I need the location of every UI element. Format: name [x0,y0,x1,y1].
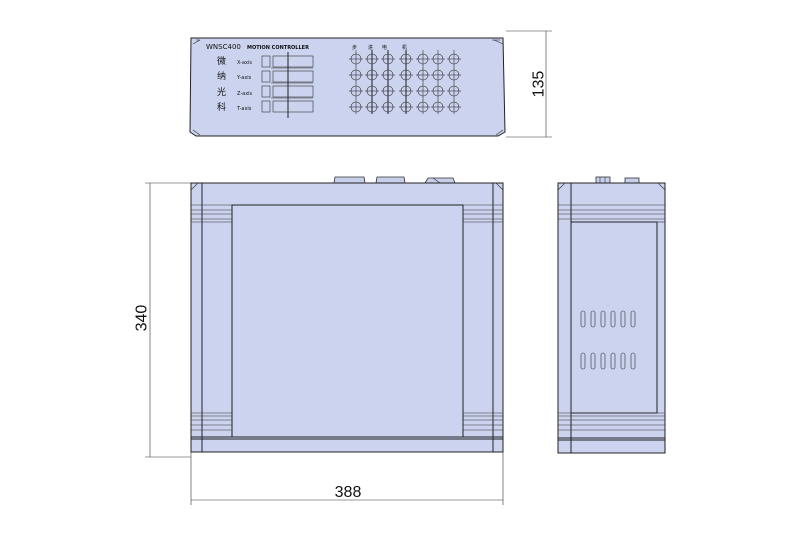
side-view [557,176,666,454]
vent-slot [610,310,616,328]
top-char-1: 步 [352,45,357,51]
vent-slot [620,352,626,370]
vent-slot [590,310,596,328]
side-panel [570,221,658,414]
vent-slot [630,310,636,328]
subtitle-label: MOTION CONTROLLER [247,45,309,51]
connector-2 [375,176,406,184]
side-char-2: 纳 [217,70,226,82]
dimension-340-label: 340 [134,305,151,332]
axis-label-2: Y-axis [236,75,252,81]
dimension-135-label: 135 [531,71,548,98]
side-connector-2 [624,177,640,184]
model-label: WNSC400 [206,43,241,51]
side-connector-1 [595,176,611,184]
side-char-3: 光 [217,86,226,98]
vent-slot [600,310,606,328]
power-switch [424,177,456,184]
top-char-4: 机 [402,44,407,51]
side-char-4: 科 [217,101,226,113]
vent-slot [590,352,596,370]
front-panel-body [189,37,506,137]
vent-slot [630,352,636,370]
front-view: WNSC400 MOTION CONTROLLER 微 纳 光 科 X-axis… [189,37,506,137]
panel-corner-tl [192,39,201,45]
top-char-2: 进 [368,44,373,51]
dimension-388: 388 [190,452,504,505]
connector-1 [333,176,366,184]
dimension-135: 135 [506,30,552,138]
top-cover-plate [231,204,464,438]
side-char-1: 微 [217,55,226,67]
button-grid [349,50,461,114]
display-windows [261,52,314,118]
ventilation-slots [580,310,636,370]
top-view [190,176,504,453]
axis-label-1: X-axis [237,60,252,66]
vent-slot [580,352,586,370]
vent-slot [580,310,586,328]
vent-slot [620,310,626,328]
axis-label-3: Z-axis [237,91,253,97]
vent-slot [610,352,616,370]
axis-label-4: T-axis [236,106,252,112]
dimension-388-label: 388 [335,484,362,501]
dimension-340: 340 [134,182,191,458]
vent-slot [600,352,606,370]
top-char-3: 电 [382,44,387,51]
panel-corner-tr [493,39,504,45]
